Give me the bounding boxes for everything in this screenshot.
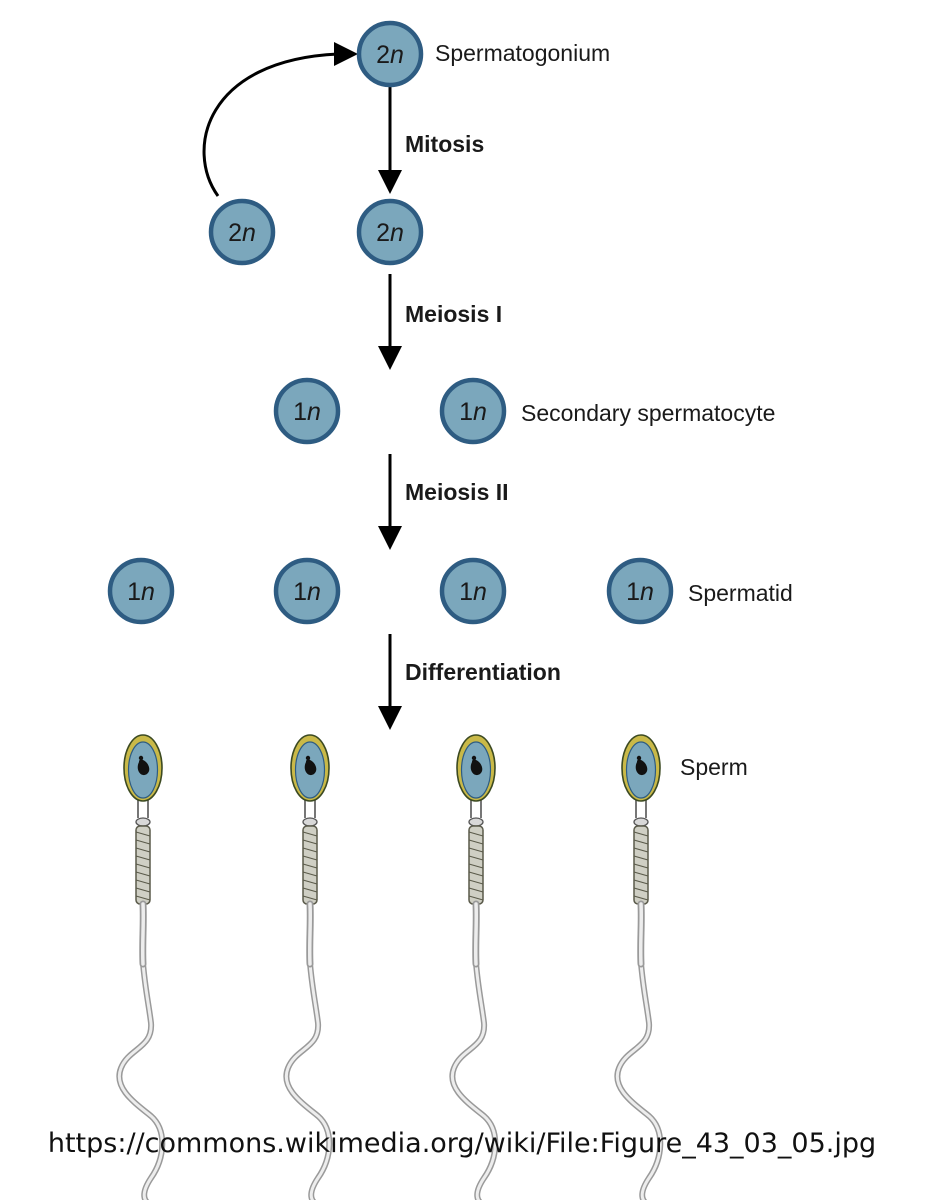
- step-mitosis: Mitosis: [405, 131, 484, 157]
- label-sperm: Sperm: [680, 754, 748, 780]
- ploidy-label: 2n: [376, 41, 404, 69]
- ploidy-label: 1n: [459, 578, 487, 606]
- cell-stem-renewed: 2n: [208, 198, 276, 266]
- meiosis1-arrow: [378, 274, 402, 370]
- cell-spermatid-4: 1n: [606, 557, 674, 625]
- self-renewal-arrow: [202, 42, 358, 197]
- cell-primary-spermatocyte: 2n: [356, 198, 424, 266]
- arrows: [202, 42, 402, 730]
- cell-spermatid-1: 1n: [107, 557, 175, 625]
- ploidy-label: 1n: [626, 578, 654, 606]
- cell-secondary-2: 1n: [439, 377, 507, 445]
- label-spermatid: Spermatid: [688, 580, 793, 606]
- step-meiosis-2: Meiosis II: [405, 479, 509, 505]
- ploidy-label: 1n: [127, 578, 155, 606]
- ploidy-label: 1n: [459, 398, 487, 426]
- ploidy-label: 1n: [293, 398, 321, 426]
- cell-spermatid-3: 1n: [439, 557, 507, 625]
- meiosis2-arrow: [378, 454, 402, 550]
- cell-spermatid-2: 1n: [273, 557, 341, 625]
- step-differentiation: Differentiation: [405, 659, 561, 685]
- ploidy-label: 1n: [293, 578, 321, 606]
- label-spermatogonium: Spermatogonium: [435, 40, 610, 66]
- source-caption: https://commons.wikimedia.org/wiki/File:…: [48, 1128, 876, 1159]
- differentiation-arrow: [378, 634, 402, 730]
- label-secondary-spermatocyte: Secondary spermatocyte: [521, 400, 775, 426]
- ploidy-label: 2n: [376, 219, 404, 247]
- mitosis-arrow: [378, 86, 402, 194]
- cell-secondary-1: 1n: [273, 377, 341, 445]
- cell-spermatogonium: 2n: [356, 20, 424, 88]
- ploidy-label: 2n: [228, 219, 256, 247]
- step-meiosis-1: Meiosis I: [405, 301, 502, 327]
